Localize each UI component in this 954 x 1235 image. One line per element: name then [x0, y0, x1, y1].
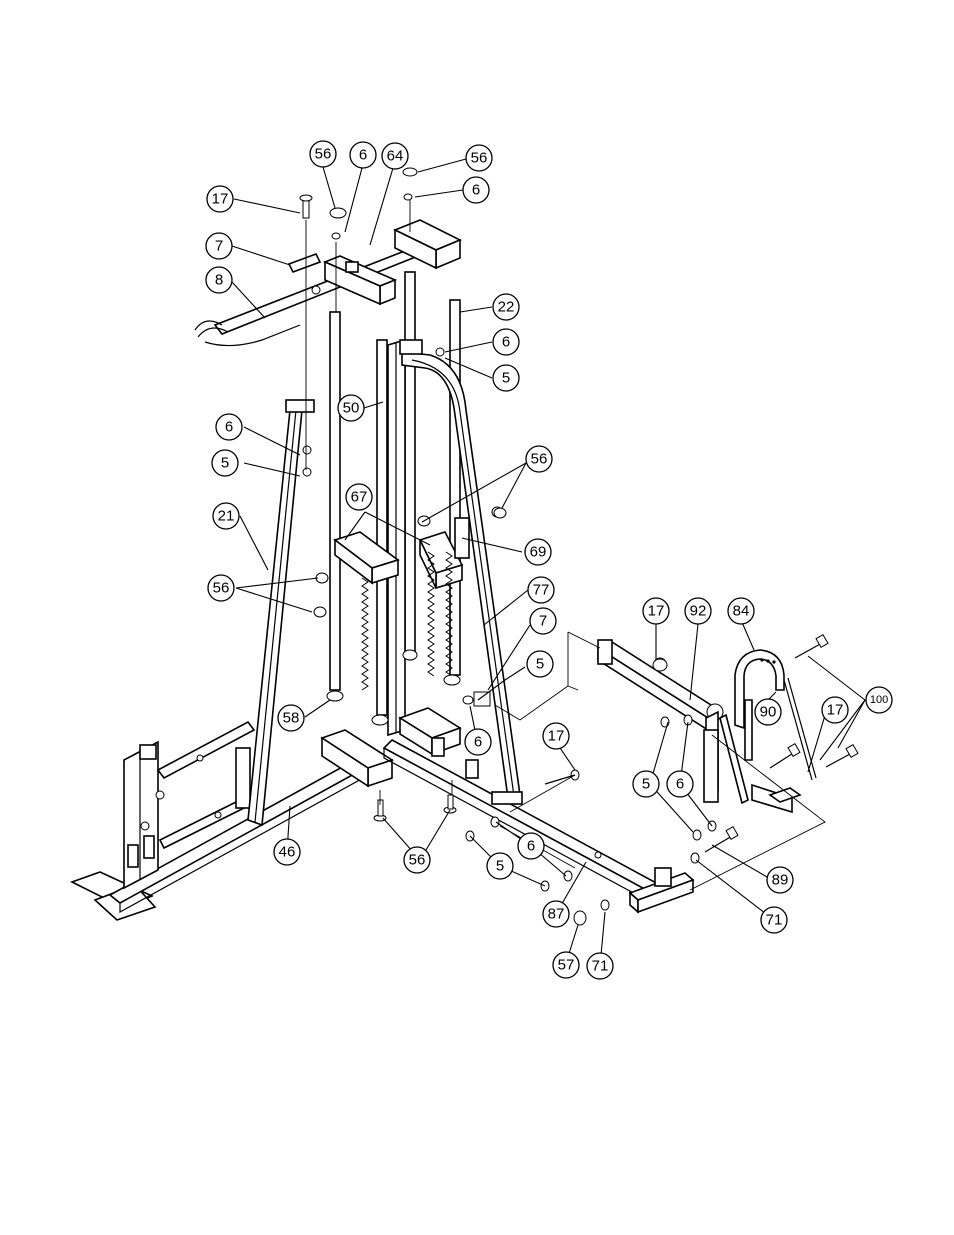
- callout-100: 100: [865, 686, 893, 714]
- callout-57: 57: [552, 951, 580, 979]
- callout-6: 6: [666, 770, 694, 798]
- guide-rod-upper: [404, 271, 416, 658]
- svg-text:17: 17: [212, 191, 229, 208]
- callout-5: 5: [526, 650, 554, 678]
- svg-text:22: 22: [498, 299, 515, 316]
- callout-56: 56: [465, 144, 493, 172]
- svg-text:69: 69: [530, 544, 547, 561]
- callout-56: 56: [309, 140, 337, 168]
- svg-text:100: 100: [870, 694, 888, 706]
- leg-extension-92: [596, 641, 724, 719]
- callout-58: 58: [277, 704, 305, 732]
- svg-text:46: 46: [279, 844, 296, 861]
- callout-6: 6: [462, 176, 490, 204]
- svg-text:58: 58: [283, 710, 300, 727]
- svg-text:84: 84: [733, 603, 750, 620]
- svg-text:6: 6: [359, 147, 367, 164]
- callout-71: 71: [760, 906, 788, 934]
- svg-text:50: 50: [343, 400, 360, 417]
- svg-text:92: 92: [690, 603, 707, 620]
- svg-text:77: 77: [533, 582, 550, 599]
- svg-text:56: 56: [409, 852, 426, 869]
- top-bar-8: [213, 244, 430, 335]
- callout-71: 71: [586, 952, 614, 980]
- svg-text:67: 67: [351, 489, 368, 506]
- callout-67: 67: [345, 483, 373, 511]
- svg-text:90: 90: [760, 704, 777, 721]
- svg-text:6: 6: [527, 838, 535, 855]
- svg-text:17: 17: [827, 702, 844, 719]
- guide-rod-middle: [376, 339, 388, 716]
- callout-22: 22: [492, 293, 520, 321]
- curved-pad-bar-84: [734, 649, 785, 730]
- callout-50: 50: [337, 394, 365, 422]
- callout-7: 7: [205, 232, 233, 260]
- callout-6: 6: [517, 832, 545, 860]
- svg-text:17: 17: [648, 603, 665, 620]
- callout-5: 5: [492, 364, 520, 392]
- callout-56: 56: [525, 445, 553, 473]
- callout-69: 69: [524, 538, 552, 566]
- svg-text:57: 57: [558, 957, 575, 974]
- callout-8: 8: [205, 266, 233, 294]
- callout-5: 5: [632, 770, 660, 798]
- svg-text:71: 71: [766, 912, 783, 929]
- callout-6: 6: [349, 141, 377, 169]
- callout-21: 21: [212, 502, 240, 530]
- svg-text:5: 5: [496, 858, 504, 875]
- svg-text:6: 6: [676, 776, 684, 793]
- callout-17: 17: [821, 696, 849, 724]
- svg-text:8: 8: [215, 272, 223, 289]
- svg-text:7: 7: [539, 613, 547, 630]
- callout-92: 92: [684, 597, 712, 625]
- callout-5: 5: [486, 852, 514, 880]
- svg-text:5: 5: [642, 776, 650, 793]
- svg-text:56: 56: [531, 451, 548, 468]
- callout-77: 77: [527, 576, 555, 604]
- svg-text:56: 56: [315, 146, 332, 163]
- svg-text:89: 89: [772, 872, 789, 889]
- callout-7: 7: [529, 607, 557, 635]
- callout-17: 17: [542, 722, 570, 750]
- svg-text:6: 6: [472, 182, 480, 199]
- svg-text:5: 5: [502, 370, 510, 387]
- guide-rod-22: [449, 299, 461, 676]
- svg-text:6: 6: [474, 734, 482, 751]
- callout-89: 89: [766, 866, 794, 894]
- callout-17: 17: [206, 185, 234, 213]
- svg-text:56: 56: [471, 150, 488, 167]
- callout-17: 17: [642, 597, 670, 625]
- callout-56: 56: [403, 846, 431, 874]
- guide-rod-left: [329, 311, 341, 691]
- callout-6: 6: [464, 728, 492, 756]
- bolt-set-100: [704, 633, 859, 853]
- svg-text:21: 21: [218, 508, 235, 525]
- svg-text:87: 87: [548, 906, 565, 923]
- part-callouts: 56 6 64 56 6 17 7 8 22 6 5 50 6 5 56 21 …: [205, 140, 893, 980]
- callout-84: 84: [727, 597, 755, 625]
- svg-text:7: 7: [215, 238, 223, 255]
- callout-6: 6: [492, 328, 520, 356]
- svg-text:6: 6: [225, 419, 233, 436]
- svg-text:5: 5: [536, 656, 544, 673]
- svg-text:6: 6: [502, 334, 510, 351]
- svg-text:71: 71: [592, 958, 609, 975]
- callout-87: 87: [542, 900, 570, 928]
- svg-text:5: 5: [221, 455, 229, 472]
- svg-text:64: 64: [387, 148, 404, 165]
- callout-64: 64: [381, 142, 409, 170]
- callout-90: 90: [754, 698, 782, 726]
- callout-5: 5: [211, 449, 239, 477]
- callout-56: 56: [207, 574, 235, 602]
- svg-text:56: 56: [213, 580, 230, 597]
- svg-text:17: 17: [548, 728, 565, 745]
- gym-frame: [69, 167, 859, 926]
- callout-46: 46: [273, 838, 301, 866]
- callout-6: 6: [215, 413, 243, 441]
